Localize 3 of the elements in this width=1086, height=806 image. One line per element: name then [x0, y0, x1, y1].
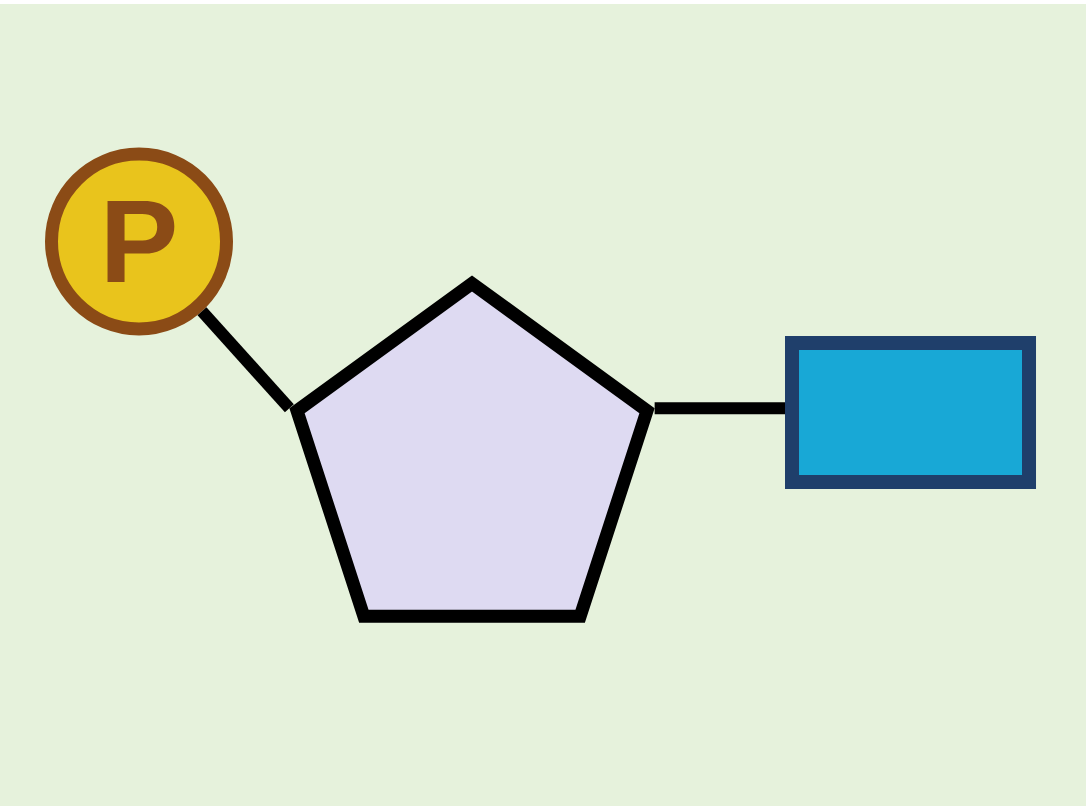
rectangle-shape: [785, 336, 1036, 489]
connector-line: [197, 307, 294, 413]
connector-line: [654, 402, 785, 415]
